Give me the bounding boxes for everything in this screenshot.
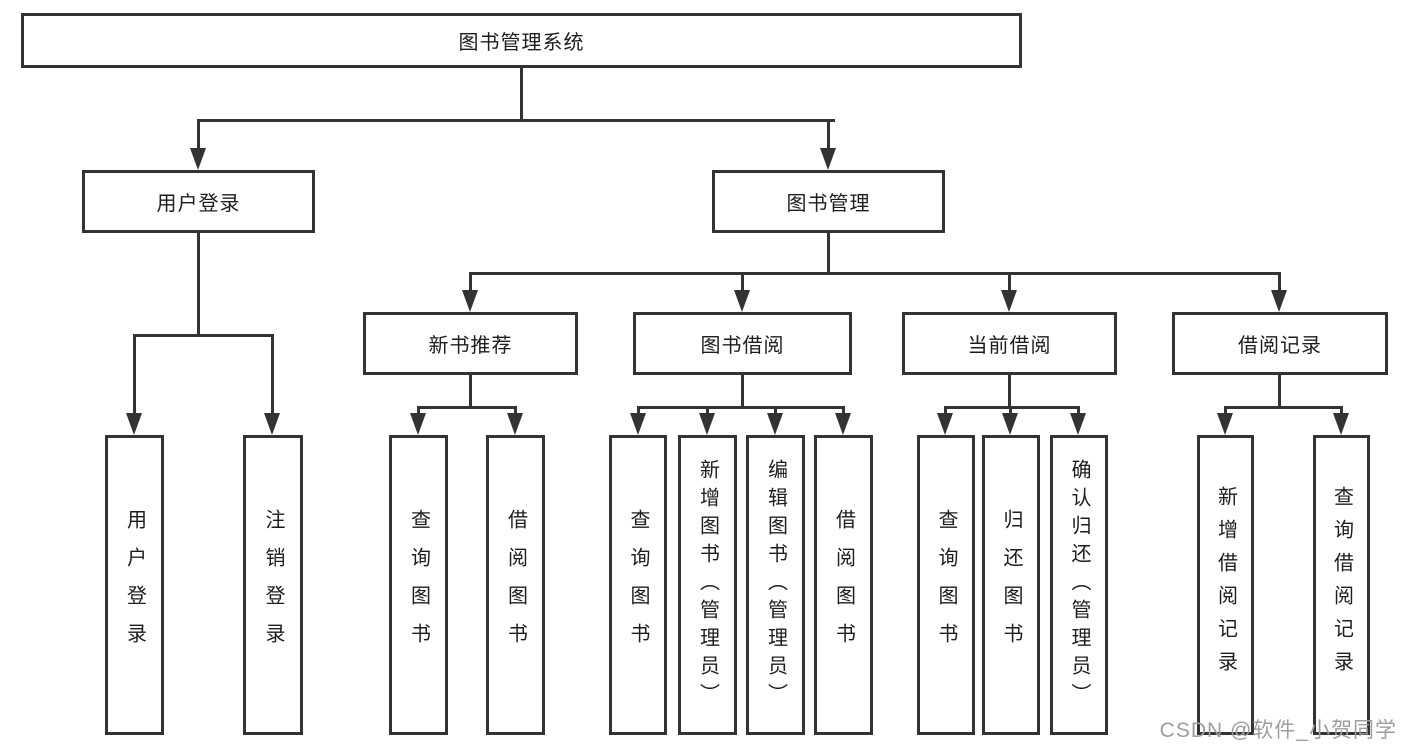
- connector-to-leaf-logout: [271, 334, 274, 414]
- node-book-borrowing-label: 图书借阅: [700, 335, 785, 357]
- arrowhead-leaf-query-record: [1333, 413, 1349, 435]
- node-new-book-recommend-label: 新书推荐: [428, 335, 513, 357]
- node-user-login-label: 用户登录: [156, 193, 241, 215]
- arrowhead-leaf-borrow1: [507, 413, 523, 435]
- arrowhead-leaf-query2: [630, 413, 646, 435]
- leaf-edit-books-admin-label: 编辑图书（管理员）: [764, 459, 787, 711]
- connector-new-book-stem: [469, 375, 472, 409]
- connector-to-current-borrowing: [1008, 272, 1011, 292]
- node-book-borrowing: 图书借阅: [633, 312, 852, 375]
- connector-to-leaf-return: [1009, 406, 1012, 416]
- arrowhead-leaf-query1: [410, 413, 426, 435]
- connector-to-new-book: [469, 272, 472, 292]
- node-library-system-label: 图书管理系统: [458, 32, 585, 54]
- node-current-borrowing-label: 当前借阅: [967, 335, 1052, 357]
- leaf-query-books-recommend: 查询图书: [389, 435, 448, 735]
- connector-root-stem: [520, 68, 523, 122]
- leaf-return-books: 归还图书: [982, 435, 1040, 735]
- leaf-user-login-label: 用户登录: [123, 509, 146, 661]
- leaf-query-books-current: 查询图书: [917, 435, 975, 735]
- connector-to-leaf-borrow1: [514, 406, 517, 416]
- connector-borrowing-records-stem: [1278, 375, 1281, 409]
- arrowhead-leaf-add-record: [1217, 413, 1233, 435]
- arrowhead-new-book: [462, 290, 478, 312]
- connector-book-management-stem: [827, 233, 830, 275]
- leaf-borrow-books-recommend-label: 借阅图书: [504, 509, 527, 661]
- node-new-book-recommend: 新书推荐: [363, 312, 578, 375]
- connector-to-leaf-confirm-return: [1077, 406, 1080, 416]
- connector-to-leaf-query-record: [1340, 406, 1343, 416]
- leaf-add-borrow-record: 新增借阅记录: [1197, 435, 1254, 735]
- arrowhead-leaf-add-books: [699, 413, 715, 435]
- arrowhead-leaf-edit-books: [767, 413, 783, 435]
- connector-to-leaf-query2: [637, 406, 640, 416]
- node-book-management-label: 图书管理: [786, 193, 871, 215]
- arrowhead-leaf-user-login: [126, 413, 142, 435]
- node-library-system: 图书管理系统: [21, 13, 1022, 68]
- arrowhead-current-borrowing: [1001, 290, 1017, 312]
- leaf-query-books-recommend-label: 查询图书: [407, 509, 430, 661]
- node-book-management: 图书管理: [712, 170, 945, 233]
- connector-new-book-rail: [417, 406, 517, 409]
- connector-current-borrowing-stem: [1008, 375, 1011, 409]
- connector-book-borrowing-stem: [741, 375, 744, 409]
- leaf-query-books-borrowing: 查询图书: [609, 435, 667, 735]
- connector-to-user-login: [197, 119, 200, 150]
- leaf-add-books-admin-label: 新增图书（管理员）: [696, 459, 719, 711]
- leaf-logout-label: 注销登录: [262, 509, 284, 661]
- arrowhead-leaf-confirm-return: [1070, 413, 1086, 435]
- leaf-query-books-current-label: 查询图书: [935, 509, 957, 661]
- leaf-confirm-return-admin: 确认归还（管理员）: [1050, 435, 1108, 735]
- connector-to-book-management: [827, 119, 830, 150]
- arrowhead-leaf-return: [1002, 413, 1018, 435]
- arrowhead-leaf-borrow2: [835, 413, 851, 435]
- connector-borrowing-records-rail: [1224, 406, 1343, 409]
- arrowhead-leaf-logout: [264, 413, 280, 435]
- connector-to-leaf-query3: [944, 406, 947, 416]
- leaf-borrow-books-label: 借阅图书: [832, 509, 855, 661]
- node-borrowing-records: 借阅记录: [1172, 312, 1388, 375]
- leaf-return-books-label: 归还图书: [1000, 509, 1022, 661]
- leaf-add-books-admin: 新增图书（管理员）: [678, 435, 737, 735]
- leaf-add-borrow-record-label: 新增借阅记录: [1214, 486, 1237, 684]
- connector-to-leaf-user-login: [133, 334, 136, 414]
- connector-user-login-rail: [133, 334, 274, 337]
- leaf-query-borrow-record-label: 查询借阅记录: [1330, 486, 1353, 684]
- leaf-edit-books-admin: 编辑图书（管理员）: [746, 435, 805, 735]
- leaf-borrow-books: 借阅图书: [814, 435, 873, 735]
- leaf-confirm-return-admin-label: 确认归还（管理员）: [1068, 459, 1090, 711]
- node-user-login: 用户登录: [82, 170, 315, 233]
- arrowhead-borrowing-records: [1271, 290, 1287, 312]
- connector-current-borrowing-rail: [944, 406, 1080, 409]
- leaf-query-books-borrowing-label: 查询图书: [627, 509, 649, 661]
- connector-level3-rail: [469, 272, 1281, 275]
- arrowhead-book-borrowing: [734, 290, 750, 312]
- leaf-logout: 注销登录: [243, 435, 303, 735]
- leaf-borrow-books-recommend: 借阅图书: [486, 435, 545, 735]
- connector-level2-rail: [197, 119, 835, 122]
- leaf-query-borrow-record: 查询借阅记录: [1313, 435, 1370, 735]
- connector-user-login-stem: [197, 233, 200, 336]
- leaf-user-login: 用户登录: [105, 435, 164, 735]
- connector-to-leaf-add-books: [706, 406, 709, 416]
- connector-to-leaf-query1: [417, 406, 420, 416]
- arrowhead-book-management: [820, 148, 836, 170]
- arrowhead-leaf-query3: [937, 413, 953, 435]
- connector-to-leaf-add-record: [1224, 406, 1227, 416]
- connector-to-leaf-edit-books: [774, 406, 777, 416]
- connector-book-borrowing-rail: [637, 406, 845, 409]
- arrowhead-user-login: [190, 148, 206, 170]
- connector-to-leaf-borrow2: [842, 406, 845, 416]
- connector-to-borrowing-records: [1278, 272, 1281, 292]
- node-current-borrowing: 当前借阅: [902, 312, 1117, 375]
- connector-to-book-borrowing: [741, 272, 744, 292]
- node-borrowing-records-label: 借阅记录: [1238, 335, 1322, 357]
- csdn-watermark: CSDN @软件_小贺同学: [1159, 719, 1397, 742]
